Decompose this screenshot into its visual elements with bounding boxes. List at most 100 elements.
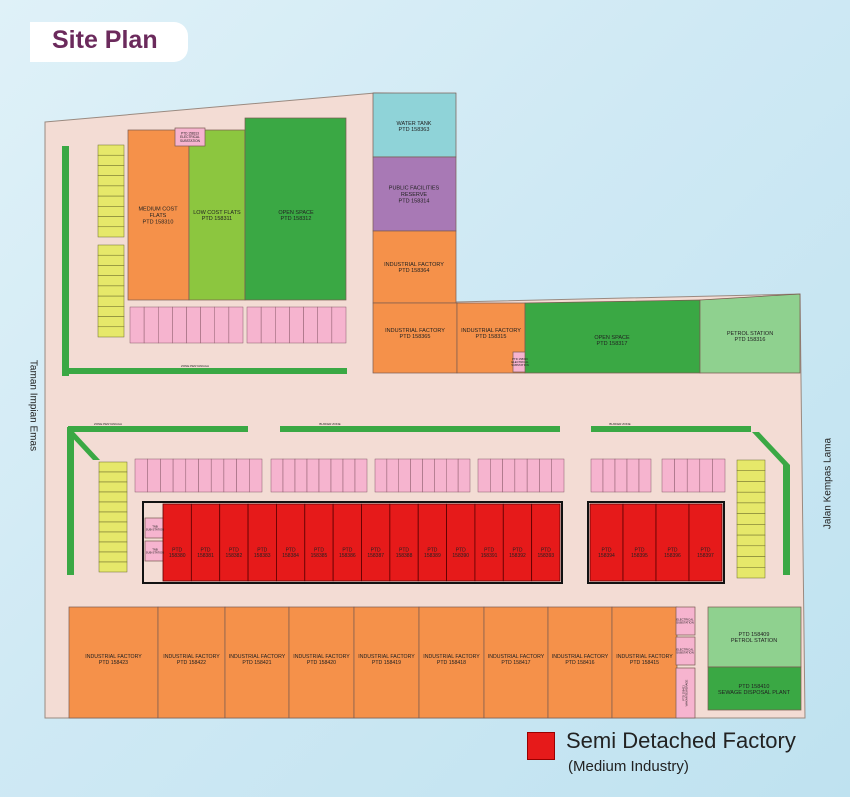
legend-swatch bbox=[527, 732, 555, 760]
page-title: Site Plan bbox=[52, 26, 158, 54]
semi-detached-plot bbox=[474, 503, 504, 582]
plot-strip-mid-a-plot bbox=[198, 458, 212, 493]
plot-strip-mid-b-plot bbox=[270, 458, 284, 493]
plot-strip-mid-a-plot bbox=[210, 458, 225, 493]
plot-strip-mid-a-plot bbox=[249, 458, 263, 493]
parcel-low-cost-flats bbox=[188, 129, 246, 301]
parcel-petrol-1 bbox=[699, 293, 801, 374]
plot-strip-mid-a-plot bbox=[172, 458, 187, 493]
parcel-industrial-bottom bbox=[547, 606, 613, 719]
plot-strip-mid-d-plot bbox=[539, 458, 552, 493]
label-buffer-b: BUFFER ZONE bbox=[319, 422, 340, 426]
plot-strip-top-a-plot bbox=[228, 306, 244, 344]
plot-strip-mid-c-plot bbox=[434, 458, 447, 493]
title-tab: Site Plan bbox=[30, 22, 188, 62]
buffer-zone-b bbox=[280, 426, 560, 432]
plot-strip-top-a-plot bbox=[158, 306, 173, 344]
semi-detached-plot bbox=[219, 503, 249, 582]
plot-strip-mid-d-plot bbox=[526, 458, 540, 493]
parcel-industrial-bottom bbox=[353, 606, 420, 719]
plot-strip-left-c-plot bbox=[98, 511, 128, 523]
plot-strip-left-c-plot bbox=[98, 471, 128, 483]
plot-strip-mid-a-plot bbox=[134, 458, 148, 493]
plot-strip-mid-a-plot bbox=[223, 458, 237, 493]
plot-strip-mid-d-plot bbox=[514, 458, 528, 493]
plot-strip-mid-d-plot bbox=[502, 458, 516, 493]
semi-detached-plot bbox=[276, 503, 306, 582]
plot-strip-mid-d-plot bbox=[551, 458, 565, 493]
plot-strip-mid-a-plot bbox=[236, 458, 250, 493]
plot-strip-top-a-plot bbox=[172, 306, 187, 344]
plot-strip-left-b-plot bbox=[97, 285, 125, 297]
plot-strip-right-plot bbox=[736, 567, 766, 579]
plot-strip-mid-b-plot bbox=[354, 458, 368, 493]
parcel-industrial-bottom bbox=[288, 606, 355, 719]
parcel-industrial-bottom bbox=[224, 606, 290, 719]
green-corner-left bbox=[67, 432, 100, 460]
semi-detached-plot bbox=[389, 503, 419, 582]
plot-strip-top-b-plot bbox=[246, 306, 262, 344]
semi-detached-plot bbox=[446, 503, 476, 582]
buffer-zone-a bbox=[68, 426, 248, 432]
plot-strip-mid-c-plot bbox=[386, 458, 399, 493]
parcel-water-tank bbox=[372, 92, 457, 158]
parcel-substation-bottom-2 bbox=[675, 636, 696, 666]
plot-strip-mid-b-plot bbox=[330, 458, 344, 493]
plot-strip-left-a-plot bbox=[97, 175, 125, 187]
plot-strip-left-a-plot bbox=[97, 154, 125, 166]
plot-strip-mid-b-plot bbox=[342, 458, 356, 493]
plot-strip-top-a-plot bbox=[214, 306, 230, 344]
parcel-medium-cost-flats bbox=[127, 129, 190, 301]
parcel-petrol-2 bbox=[707, 606, 802, 668]
plot-strip-left-a-plot bbox=[97, 144, 125, 156]
plot-strip-left-b-plot bbox=[97, 316, 125, 328]
plot-strip-top-a-plot bbox=[200, 306, 215, 344]
plot-strip-top-a-plot bbox=[186, 306, 201, 344]
plot-strip-mid-c-plot bbox=[374, 458, 388, 493]
plot-strip-left-c-plot bbox=[98, 521, 128, 533]
parcel-substation-bottom-1 bbox=[675, 606, 696, 636]
plot-strip-top-a-plot bbox=[143, 306, 159, 344]
plot-strip-left-c-plot bbox=[98, 461, 128, 473]
plot-strip-left-c-plot bbox=[98, 501, 128, 513]
plot-strip-left-c-plot bbox=[98, 551, 128, 563]
buffer-zone-c bbox=[591, 426, 751, 432]
semi-detached-plot bbox=[304, 503, 334, 582]
parcel-industrial-bottom bbox=[418, 606, 485, 719]
green-verge-top bbox=[62, 368, 347, 374]
semi-detached-plot bbox=[688, 503, 723, 582]
label-buffer-a: ZONE PENYANGGA bbox=[94, 422, 122, 426]
parcel-industrial-bottom bbox=[483, 606, 549, 719]
plot-strip-mid-a-plot bbox=[160, 458, 174, 493]
semi-detached-plot bbox=[417, 503, 447, 582]
plot-strip-right-plot bbox=[736, 459, 766, 471]
plot-strip-right-plot bbox=[736, 481, 766, 493]
plot-strip-left-c-plot bbox=[98, 541, 128, 553]
plot-strip-mid-e-plot bbox=[614, 458, 628, 493]
plot-strip-right-plot bbox=[736, 524, 766, 536]
label-buffer-c: BUFFER ZONE bbox=[609, 422, 630, 426]
plot-strip-left-a-plot bbox=[97, 216, 125, 228]
plot-strip-left-b-plot bbox=[97, 265, 125, 276]
plot-strip-mid-e-plot bbox=[590, 458, 604, 493]
parcel-public-facilities bbox=[372, 156, 457, 232]
